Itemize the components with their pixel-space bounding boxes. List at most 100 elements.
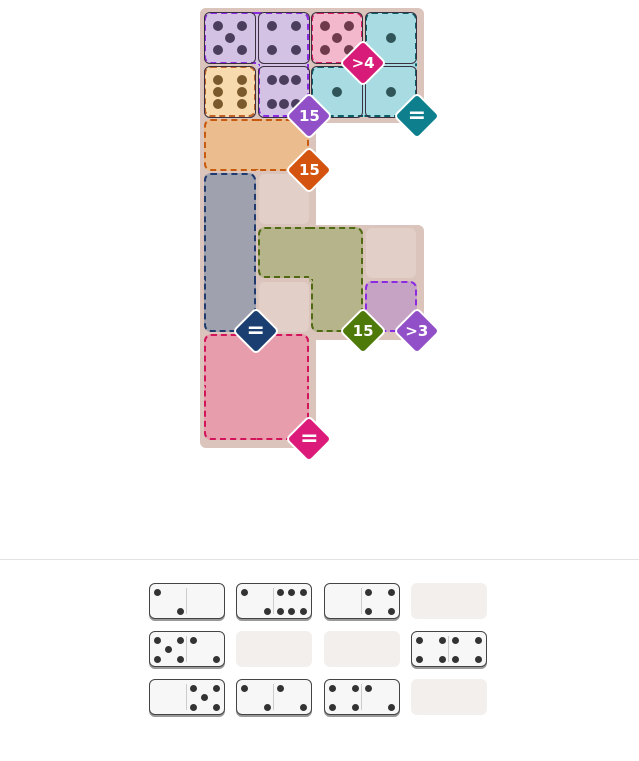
placed-domino-half[interactable] bbox=[365, 12, 418, 64]
tray-domino[interactable] bbox=[149, 631, 225, 667]
domino-half bbox=[239, 588, 273, 616]
placed-domino-half[interactable] bbox=[311, 65, 364, 118]
domino-half bbox=[275, 588, 309, 616]
pip bbox=[329, 685, 337, 693]
region-cell bbox=[204, 119, 260, 172]
pip-slot bbox=[461, 655, 472, 664]
pip-slot bbox=[373, 98, 385, 110]
tray-empty-slot bbox=[411, 583, 487, 619]
pip-slot bbox=[350, 693, 361, 702]
tray-domino[interactable] bbox=[149, 679, 225, 715]
pip bbox=[387, 703, 395, 711]
tray-domino[interactable] bbox=[324, 679, 400, 715]
pip bbox=[237, 74, 247, 85]
domino-half bbox=[414, 636, 448, 664]
pip-slot bbox=[152, 645, 163, 654]
domino-half bbox=[327, 588, 361, 616]
divider bbox=[0, 559, 639, 560]
pip-slot bbox=[224, 20, 236, 32]
pip-slot bbox=[338, 597, 349, 606]
pip bbox=[329, 703, 337, 711]
pip-slot bbox=[188, 693, 199, 702]
pip bbox=[344, 45, 355, 55]
pip bbox=[386, 33, 397, 43]
pip-slot bbox=[319, 86, 331, 98]
board-cell[interactable] bbox=[366, 227, 417, 278]
pip-slot bbox=[286, 693, 297, 702]
placed-domino-half[interactable] bbox=[365, 65, 418, 118]
pip-slot bbox=[211, 597, 222, 606]
pip-slot bbox=[286, 684, 297, 693]
pip-slot bbox=[298, 597, 309, 606]
constraint-label: = bbox=[246, 318, 265, 344]
pip bbox=[213, 98, 223, 109]
pip-slot bbox=[239, 607, 250, 616]
domino-divider bbox=[361, 684, 362, 710]
pip bbox=[212, 685, 220, 693]
pip bbox=[165, 646, 173, 654]
pip-slot bbox=[175, 588, 186, 597]
domino-half bbox=[188, 636, 222, 664]
tray-domino[interactable] bbox=[236, 679, 312, 715]
pip-slot bbox=[199, 645, 210, 654]
placed-domino-half[interactable] bbox=[311, 12, 364, 64]
pip-slot bbox=[250, 607, 261, 616]
domino-half bbox=[363, 684, 397, 712]
pip-slot bbox=[343, 86, 355, 98]
pip-slot bbox=[373, 86, 385, 98]
pip-slot bbox=[250, 703, 261, 712]
pip bbox=[176, 607, 184, 615]
pip bbox=[299, 703, 307, 711]
pip bbox=[237, 98, 247, 109]
pip-slot bbox=[239, 693, 250, 702]
pip-slot bbox=[350, 588, 361, 597]
constraint-label: 15 bbox=[298, 161, 320, 180]
pip bbox=[278, 98, 289, 109]
pip bbox=[452, 637, 460, 645]
pip bbox=[154, 637, 162, 645]
pip bbox=[299, 607, 307, 615]
constraint-label: >4 bbox=[351, 53, 375, 72]
region-cell bbox=[309, 226, 364, 283]
pip-slot bbox=[163, 588, 174, 597]
pip bbox=[201, 694, 209, 702]
pip-slot bbox=[224, 86, 236, 98]
pip-slot bbox=[425, 636, 436, 645]
tray-domino[interactable] bbox=[324, 583, 400, 619]
domino-half bbox=[152, 636, 186, 664]
domino-divider bbox=[186, 636, 187, 662]
pip-slot bbox=[331, 74, 343, 86]
pip-slot bbox=[290, 32, 302, 44]
placed-domino-half[interactable] bbox=[257, 12, 310, 64]
domino-half bbox=[152, 684, 186, 712]
tray-domino[interactable] bbox=[411, 631, 487, 667]
pip bbox=[277, 685, 285, 693]
pip-slot bbox=[212, 32, 224, 44]
pips bbox=[212, 74, 248, 110]
pip-slot bbox=[262, 684, 273, 693]
pip-slot bbox=[461, 645, 472, 654]
pips bbox=[319, 20, 355, 56]
pip-slot bbox=[211, 693, 222, 702]
pip-slot bbox=[363, 703, 374, 712]
pip-slot bbox=[275, 597, 286, 606]
placed-domino-half[interactable] bbox=[204, 12, 256, 64]
placed-domino-half[interactable] bbox=[204, 65, 256, 118]
tray-empty-slot bbox=[324, 631, 400, 667]
pip-slot bbox=[461, 636, 472, 645]
pip-slot bbox=[331, 20, 343, 32]
tray-domino[interactable] bbox=[236, 583, 312, 619]
pip bbox=[288, 607, 296, 615]
pip-slot bbox=[266, 32, 278, 44]
pip bbox=[278, 74, 289, 85]
pip-slot bbox=[338, 588, 349, 597]
pip-slot bbox=[374, 703, 385, 712]
pip-slot bbox=[374, 684, 385, 693]
pip-slot bbox=[425, 655, 436, 664]
pip-slot bbox=[298, 684, 309, 693]
pip bbox=[416, 637, 424, 645]
pip-slot bbox=[262, 588, 273, 597]
domino-divider bbox=[273, 684, 274, 710]
pip-slot bbox=[163, 655, 174, 664]
tray-domino[interactable] bbox=[149, 583, 225, 619]
